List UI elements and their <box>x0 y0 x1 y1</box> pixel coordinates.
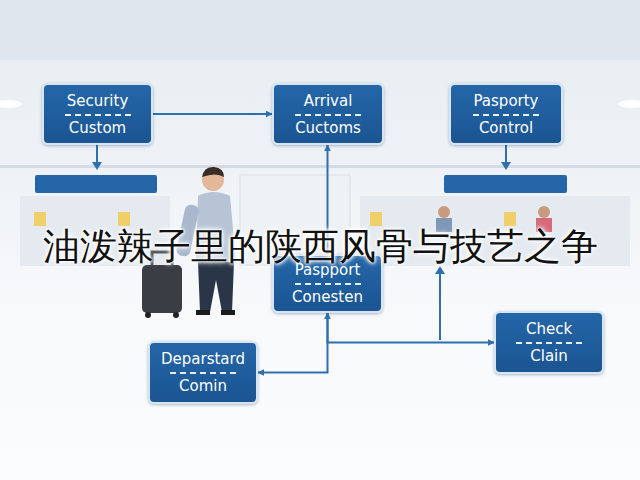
box-heading: Security <box>67 92 129 110</box>
page-title: 油泼辣子里的陕西风骨与技艺之争 <box>0 226 640 268</box>
person-trousers <box>198 262 234 312</box>
dashed-separator <box>295 283 361 285</box>
staff-head <box>538 206 550 218</box>
process-box: ArrivalCuctoms <box>272 83 384 145</box>
dashed-separator <box>65 114 131 116</box>
ceiling-light <box>0 100 22 108</box>
counter-sign <box>504 212 516 226</box>
wheel <box>145 312 151 318</box>
box-body: Clain <box>530 347 568 365</box>
arrow-head <box>501 162 511 170</box>
flow-arrow <box>153 113 272 115</box>
dashed-separator <box>473 114 539 116</box>
process-box: CheckClain <box>494 311 604 374</box>
box-body: Custom <box>69 119 126 137</box>
box-body: Cuctoms <box>295 119 361 137</box>
person-hair <box>202 167 224 177</box>
wheel <box>173 312 179 318</box>
sign-board <box>35 175 157 193</box>
leader-line <box>439 272 441 340</box>
dashed-separator <box>170 372 236 374</box>
person-shoe <box>221 310 235 315</box>
dashed-separator <box>516 342 582 344</box>
box-body: Control <box>479 119 533 137</box>
sign-board <box>444 175 567 193</box>
staff-head <box>438 206 450 218</box>
process-box: DeparstardComin <box>148 341 258 404</box>
flow-arrow <box>328 313 495 343</box>
process-box: SecurityCustom <box>42 83 153 145</box>
ceiling-light <box>618 100 640 108</box>
box-heading: Pasporty <box>473 92 538 110</box>
suitcase <box>142 265 182 313</box>
box-heading: Deparstard <box>161 350 245 368</box>
box-heading: Arrival <box>304 92 353 110</box>
box-body: Comin <box>179 377 227 395</box>
person-shoe <box>196 310 210 315</box>
dashed-separator <box>295 114 361 116</box>
process-box: PasportyControl <box>449 83 563 145</box>
box-heading: Check <box>526 320 572 338</box>
counter-sign <box>118 212 130 226</box>
arrow-head <box>92 162 102 170</box>
flow-arrow <box>258 313 328 373</box>
box-body: Conesten <box>292 288 363 306</box>
counter-sign <box>370 212 382 226</box>
counter-sign <box>34 212 46 226</box>
ceiling <box>0 0 640 60</box>
